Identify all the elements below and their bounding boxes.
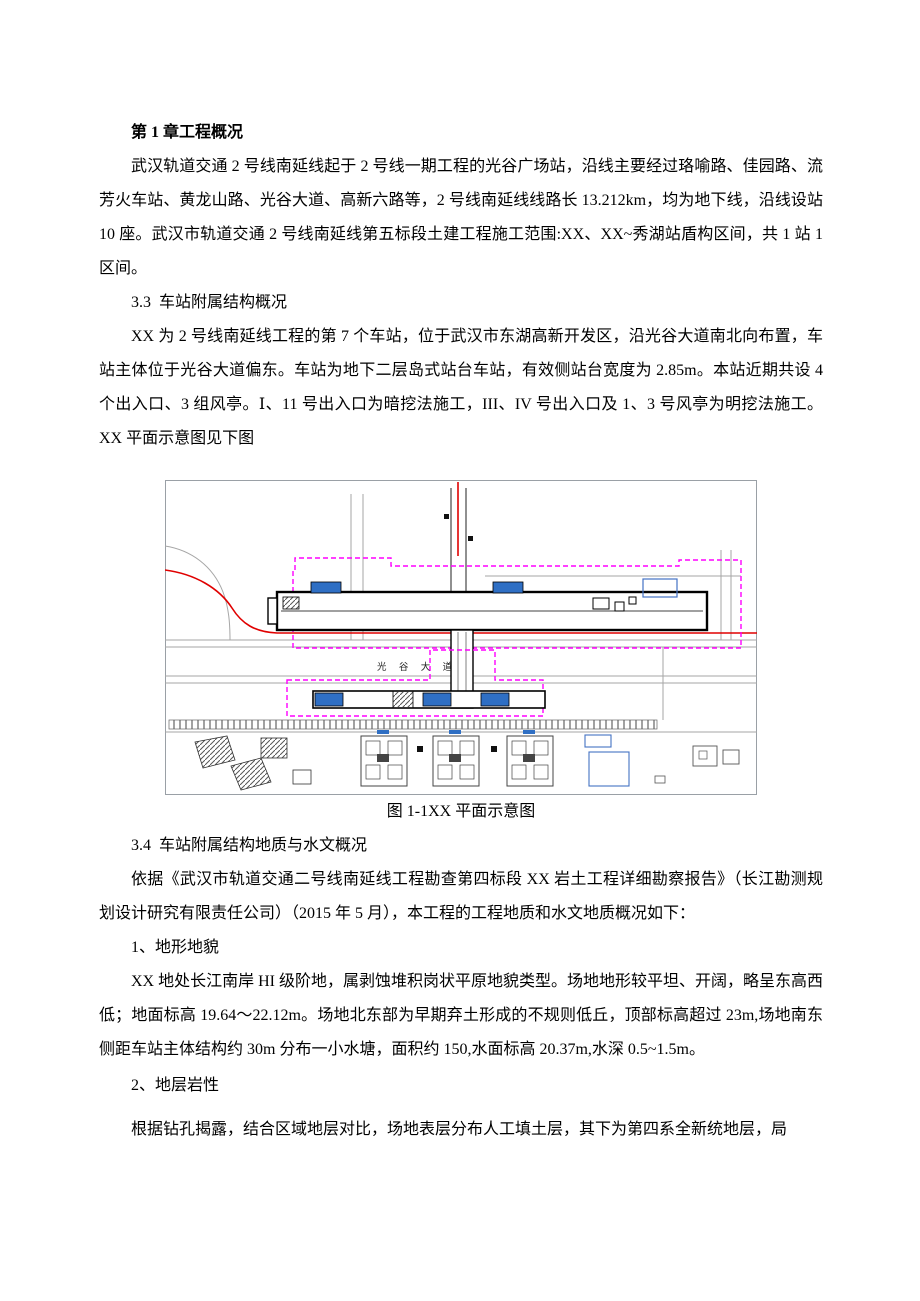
fence-band [168,719,658,730]
survey-mark [468,536,473,541]
survey-mark [444,514,449,519]
vent-outline-box [642,578,678,598]
north-corridor [450,488,467,592]
utility-mark [491,746,497,752]
construction-boundary-lower [286,649,544,717]
paragraph-terrain: XX 地处长江南岸 HI 级阶地，属剥蚀堆积岗状平原地貌类型。场地地形较平坦、开… [99,973,823,1058]
station-south-structure [312,690,546,709]
buildings-middle-row [360,730,554,787]
sub-heading-strata: 2、地层岩性 [131,1077,220,1094]
station-main-structure [267,590,709,632]
station-plan-figure: 光 谷 大 道 [99,480,823,829]
entrance-box [492,581,524,594]
paragraph-basis: 依据《武汉市轨道交通二号线南延线工程勘查第四标段 XX 岩土工程详细勘察报告》（… [99,871,823,922]
figure-caption: 图 1-1XX 平面示意图 [386,803,536,820]
paragraph-overview: 武汉轨道交通 2 号线南延线起于 2 号线一期工程的光谷广场站，沿线主要经过珞喻… [99,158,823,277]
paragraph-station: XX 为 2 号线南延线工程的第 7 个车站，位于武汉市东湖高新开发区，沿光谷大… [99,328,823,447]
sub-heading-terrain: 1、地形地貌 [131,939,220,956]
road-name-label: 光 谷 大 道 [377,661,457,673]
metro-alignment-line [165,482,757,634]
paragraph-strata: 根据钻孔揭露，结合区域地层对比，场地表层分布人工填土层，其下为第四系全新统地层，… [131,1121,788,1138]
entrance-box [310,581,342,594]
construction-boundary-upper [292,557,742,649]
utility-mark [417,746,423,752]
section-3-3-heading: 3.3 车站附属结构概况 [131,294,288,311]
document-page: 第 1 章工程概况 武汉轨道交通 2 号线南延线起于 2 号线一期工程的光谷广场… [99,124,823,1138]
buildings-left-cluster [194,735,312,791]
station-plan-drawing: 光 谷 大 道 [165,480,757,795]
chapter-heading: 第 1 章工程概况 [131,124,244,141]
section-3-4-heading: 3.4 车站附属结构地质与水文概况 [131,837,368,854]
buildings-right-cluster [584,734,740,787]
